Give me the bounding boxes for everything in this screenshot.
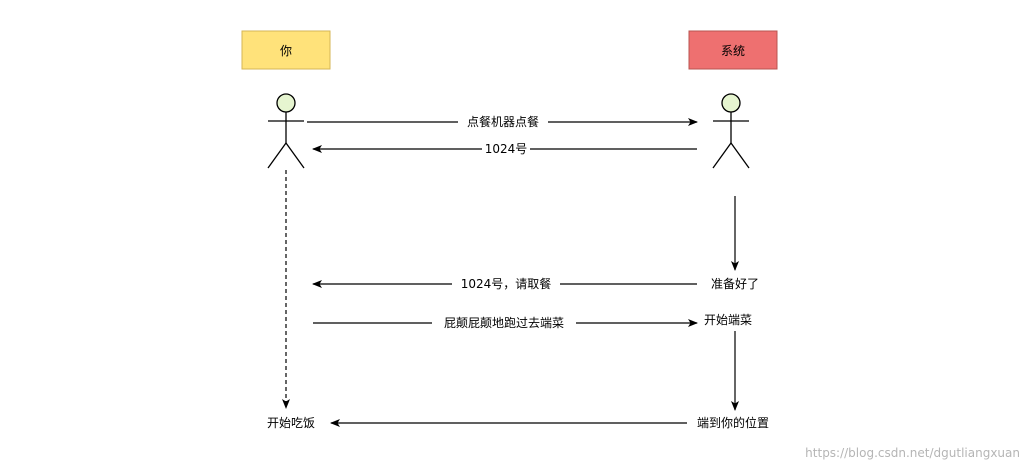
state-start-eating: 开始吃饭 — [267, 416, 315, 430]
actor-label-you: 你 — [280, 44, 292, 58]
state-ready: 准备好了 — [711, 277, 759, 291]
stick-figure-you-icon — [267, 93, 305, 169]
actor-box-system: 系统 — [688, 30, 778, 70]
stick-head-system — [721, 93, 741, 113]
actor-label-system: 系统 — [721, 44, 745, 58]
stick-head-you — [276, 93, 296, 113]
actor-box-you-rect — [241, 30, 331, 70]
message-order: 点餐机器点餐 — [467, 114, 539, 129]
label-bg-order — [458, 114, 548, 130]
label-bg-ready-notice — [452, 276, 560, 292]
state-served: 端到你的位置 — [697, 415, 769, 430]
label-bg-run-to-fetch — [432, 315, 576, 331]
message-number: 1024号 — [485, 142, 528, 156]
label-bg-number — [482, 141, 530, 157]
state-start-serving: 开始端菜 — [704, 313, 752, 327]
stick-figure-system-icon — [712, 93, 750, 169]
actor-box-system-rect — [688, 30, 778, 70]
message-ready-notice: 1024号，请取餐 — [461, 276, 552, 291]
message-run-to-fetch: 屁颠屁颠地跑过去端菜 — [444, 315, 564, 330]
actor-box-you: 你 — [241, 30, 331, 70]
watermark: https://blog.csdn.net/dgutliangxuan — [805, 446, 1020, 460]
